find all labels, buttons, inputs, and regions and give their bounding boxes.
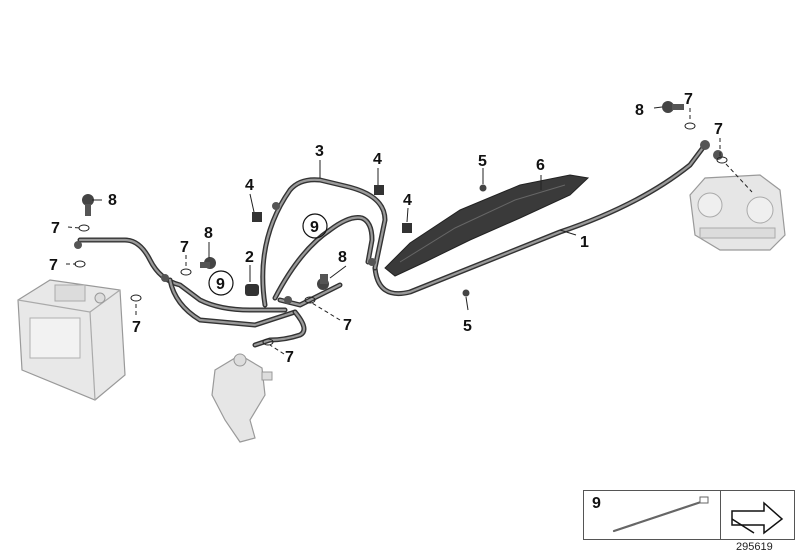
leader-lines <box>66 106 753 355</box>
callout-7-caliper-lower: 7 <box>714 121 723 138</box>
callout-1: 1 <box>580 234 589 251</box>
brake-pipes <box>77 142 708 348</box>
callout-7-caliper-upper: 7 <box>684 91 693 108</box>
reference-number: 295619 <box>736 541 773 553</box>
legend-number: 9 <box>592 495 601 512</box>
circle-marker-9-lower <box>208 270 234 296</box>
callout-8-abs: 8 <box>108 192 117 209</box>
callout-7-junction: 7 <box>180 239 189 256</box>
callout-2: 2 <box>245 249 254 266</box>
callout-5-lower: 5 <box>463 318 472 335</box>
abs-unit <box>17 279 126 401</box>
callout-labels: 1 2 3 4 4 4 5 5 6 7 7 7 7 7 7 7 7 8 8 8 … <box>49 91 723 366</box>
callout-3: 3 <box>315 143 324 160</box>
callout-8-junction: 8 <box>204 225 213 242</box>
callout-5-upper: 5 <box>478 153 487 170</box>
circle-marker-9-upper <box>302 213 328 239</box>
callout-7-abs-outlet: 7 <box>132 319 141 336</box>
callout-7-abs-lower: 7 <box>49 257 58 274</box>
legend-box: 9 <box>583 490 795 540</box>
callout-4-right: 4 <box>403 192 412 209</box>
callout-7-abs-upper: 7 <box>51 220 60 237</box>
legend-divider <box>720 491 721 539</box>
brake-line-cover <box>384 174 590 277</box>
fittings <box>74 101 723 304</box>
callout-8-center: 8 <box>338 249 347 266</box>
brake-caliper <box>689 174 786 251</box>
callout-4-left: 4 <box>245 177 254 194</box>
callout-9-upper: 9 <box>310 219 319 236</box>
callout-7-master: 7 <box>285 349 294 366</box>
callout-4-middle: 4 <box>373 151 382 168</box>
cable-tie-icon <box>612 496 709 533</box>
callout-6: 6 <box>536 157 545 174</box>
callout-7-center: 7 <box>343 317 352 334</box>
master-cylinder <box>211 353 273 443</box>
callout-8-caliper: 8 <box>635 102 644 119</box>
callout-9-lower: 9 <box>216 276 225 293</box>
gasket-rings <box>74 122 728 346</box>
arrow-symbol-icon <box>731 501 784 535</box>
